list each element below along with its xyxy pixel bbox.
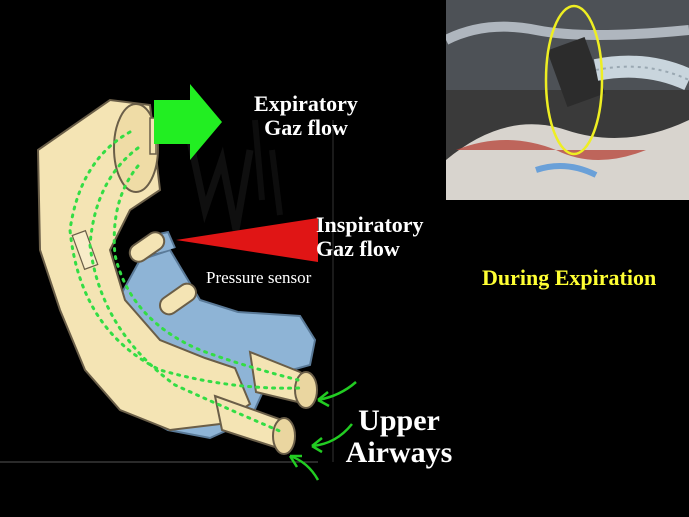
- pressure-sensor-label: Pressure sensor: [206, 268, 312, 287]
- inspiratory-line-1: Inspiratory: [316, 212, 424, 237]
- airways-line-1: Upper: [358, 404, 440, 437]
- photo-drawing: [446, 0, 689, 200]
- neonatal-ventilation-photo: [446, 0, 689, 200]
- inspiratory-line-2: Gaz flow: [316, 235, 400, 261]
- expiratory-flow-label: Expiratory Gaz flow: [232, 92, 380, 140]
- expiratory-line-2: Gaz flow: [264, 114, 348, 140]
- expiratory-line-1: Expiratory: [254, 91, 358, 116]
- phase-label: During Expiration: [482, 265, 657, 290]
- airway-arrows: [288, 381, 357, 481]
- airways-line-2: Airways: [345, 436, 453, 470]
- flow-path-dots: [68, 130, 302, 434]
- inspiratory-flow-label: Inspiratory Gaz flow: [316, 213, 456, 261]
- background-texture: [186, 119, 283, 231]
- expiratory-arrow-icon: [154, 84, 222, 160]
- inspiratory-arrow-icon: [176, 218, 318, 262]
- highlight-ellipse: [544, 4, 604, 156]
- upper-airways-label: Upper Airways: [336, 404, 462, 470]
